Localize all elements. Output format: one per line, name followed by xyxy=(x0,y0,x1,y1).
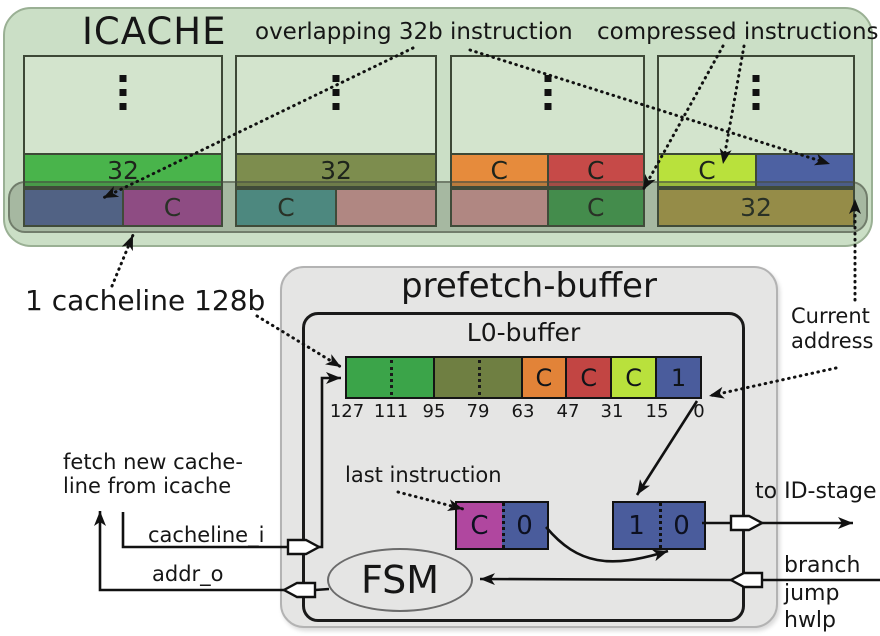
l0-buffer-title: L0-buffer xyxy=(466,318,581,347)
ellipsis-icon xyxy=(119,75,127,117)
bit-index: 63 xyxy=(511,401,535,422)
cache-word: C xyxy=(546,188,645,227)
hwlp-label: hwlp xyxy=(784,608,837,633)
register-cell: 0 xyxy=(502,503,547,548)
halfword-divider xyxy=(389,360,393,395)
current-address-label: Current address xyxy=(791,304,874,353)
to-id-stage-label: to ID-stage xyxy=(755,479,877,504)
cell-divider xyxy=(659,503,662,548)
fsm-ellipse: FSM xyxy=(327,548,473,612)
ellipsis-icon xyxy=(544,75,551,117)
bit-index: 95 xyxy=(422,401,446,422)
l0-segment: C xyxy=(520,356,568,399)
fetch-entry-register: 1 0 xyxy=(612,501,706,550)
cacheline-highlight xyxy=(8,181,868,233)
prefetch-buffer-title: prefetch-buffer xyxy=(401,266,657,306)
last-instruction-label: last instruction xyxy=(345,463,502,487)
register-cell: 0 xyxy=(659,503,704,548)
last-instruction-register: C 0 xyxy=(455,501,549,550)
cacheline-note-label: 1 cacheline 128b xyxy=(25,284,266,317)
bit-index: 31 xyxy=(600,401,624,422)
register-cell: C xyxy=(457,503,502,548)
l0-segment xyxy=(345,356,435,399)
l0-segment xyxy=(432,356,523,399)
fetch-note-label: fetch new cache- line from icache xyxy=(63,450,243,498)
branch-label: branch xyxy=(784,553,861,578)
cache-word: 32 xyxy=(657,188,855,227)
addr-o-label: addr_o xyxy=(152,562,224,586)
bit-index: 15 xyxy=(645,401,669,422)
ellipsis-icon xyxy=(332,75,340,117)
bit-index: 0 xyxy=(693,401,705,422)
compressed-instructions-label: compressed instructions xyxy=(597,19,879,45)
l0-segment: C xyxy=(565,356,613,399)
halfword-divider xyxy=(477,360,481,395)
l0-buffer-register: C C C 1 xyxy=(345,356,702,399)
jump-label: jump xyxy=(784,581,840,606)
cacheline-i-label: cacheline_i xyxy=(148,523,265,547)
cell-divider xyxy=(502,503,505,548)
l0-segment: C xyxy=(610,356,658,399)
l0-segment: 1 xyxy=(655,356,702,399)
icache-title: ICACHE xyxy=(82,10,227,53)
prefetch-buffer-inner-box xyxy=(302,312,745,622)
bit-index: 47 xyxy=(556,401,580,422)
bit-index: 111 xyxy=(373,401,409,422)
ellipsis-icon xyxy=(752,75,760,117)
bit-index: 79 xyxy=(466,401,490,422)
register-cell: 1 xyxy=(614,503,659,548)
bit-index: 127 xyxy=(329,401,365,422)
overlapping-instruction-label: overlapping 32b instruction xyxy=(255,19,573,45)
